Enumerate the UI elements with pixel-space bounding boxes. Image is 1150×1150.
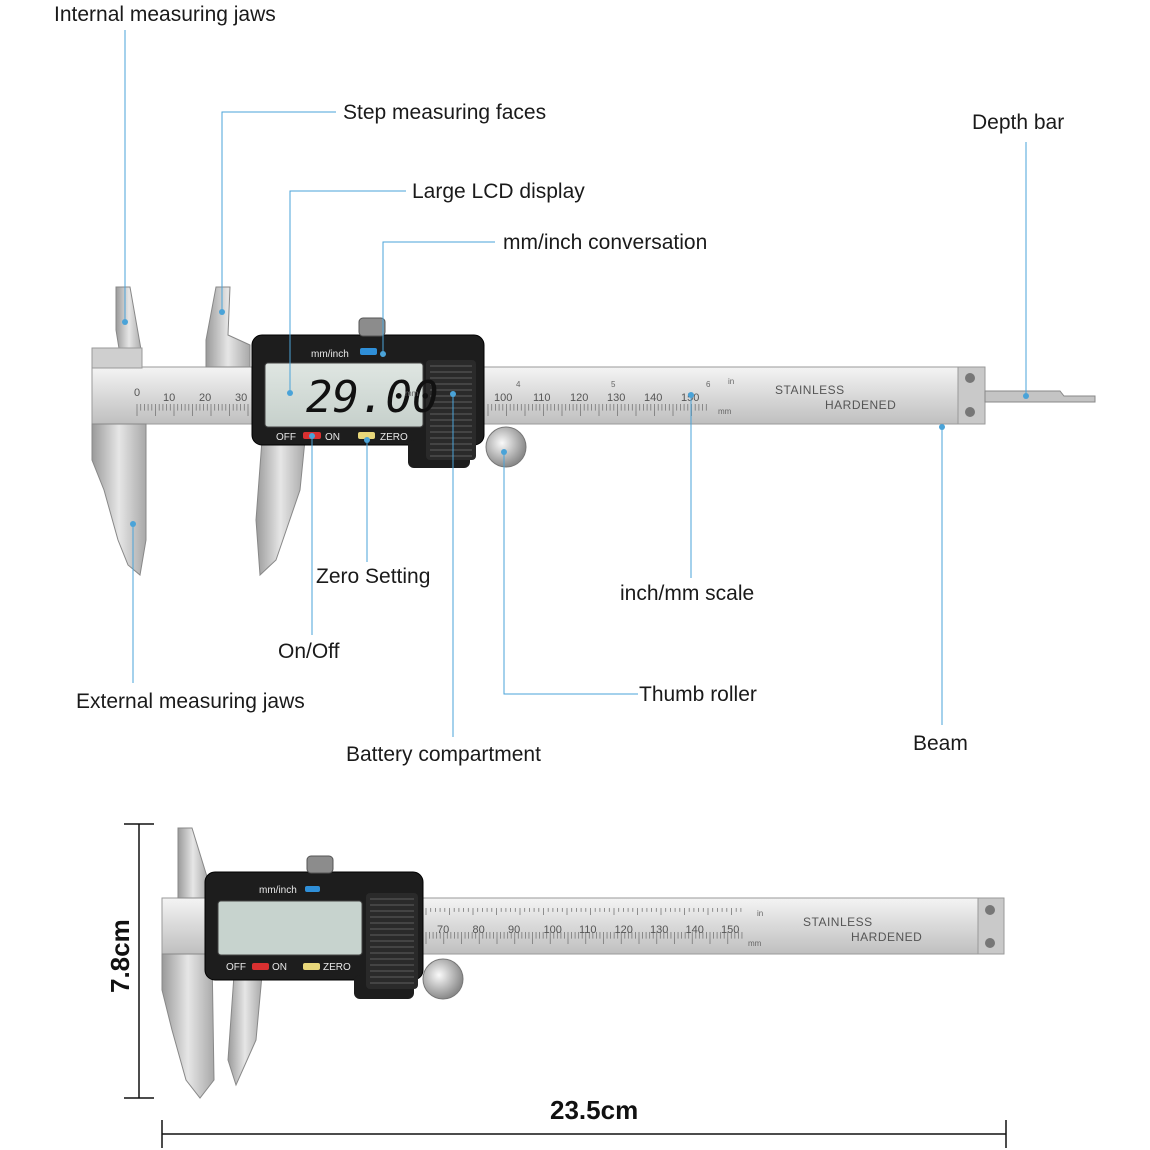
internal-jaw-slider [205, 286, 251, 368]
small-scale-label: 110 [579, 924, 597, 936]
inch-tick-4: 4 [516, 380, 521, 389]
small-scale-label: 100 [544, 924, 562, 936]
depth-bar [984, 390, 1096, 403]
external-jaw-fixed [91, 423, 147, 576]
in-label: in [728, 377, 734, 386]
label-conversation: mm/inch conversation [503, 231, 707, 254]
small-on-label: ON [272, 962, 287, 973]
width-label: 23.5cm [550, 1095, 638, 1125]
zero-label: ZERO [380, 432, 408, 443]
scale-tick-120: 120 [570, 392, 588, 404]
width-dimension: 23.5cm [161, 1095, 1007, 1148]
small-scale-label: 150 [721, 924, 739, 936]
mode-knob[interactable] [358, 317, 386, 337]
small-scale-label: 120 [615, 924, 633, 936]
small-brand-stainless: STAINLESS [803, 915, 873, 929]
lcd-unit: mm [405, 389, 419, 398]
scale-right [487, 404, 707, 416]
small-brand-hardened: HARDENED [851, 930, 922, 944]
scale-tick-0: 0 [134, 387, 140, 399]
on-label: ON [325, 432, 340, 443]
scale-tick-110: 110 [533, 392, 551, 404]
small-scale-label: 130 [650, 924, 668, 936]
lcd-value: 29.00 [306, 372, 438, 423]
label-zero-setting: Zero Setting [316, 565, 430, 588]
battery-compartment [426, 360, 476, 460]
scale-tick-10: 10 [163, 392, 175, 404]
label-external-jaws: External measuring jaws [76, 690, 305, 713]
mm-label: mm [718, 407, 732, 416]
label-on-off: On/Off [278, 640, 340, 663]
scale-tick-100: 100 [494, 392, 512, 404]
scale-tick-150: 150 [681, 392, 699, 404]
scale-tick-130: 130 [607, 392, 625, 404]
brand-stainless: STAINLESS [775, 383, 845, 397]
scale-tick-20: 20 [199, 392, 211, 404]
inch-tick-5: 5 [611, 380, 616, 389]
small-scale-label: 140 [686, 924, 704, 936]
small-off-label: OFF [226, 962, 246, 973]
external-jaw-slider [255, 439, 306, 577]
height-dimension: 7.8cm [105, 823, 154, 1099]
dimension-caliper: 70 80 90 100 110 120 130 140 150 in mm STAINLESS… [161, 827, 1005, 1099]
small-mode-label: mm/inch [259, 885, 297, 896]
mode-label: mm/inch [311, 349, 349, 360]
small-in-label: in [757, 909, 763, 918]
zero-button[interactable] [358, 432, 375, 439]
inch-tick-6: 6 [706, 380, 711, 389]
off-label: OFF [276, 432, 296, 443]
label-inch-mm-scale: inch/mm scale [620, 582, 754, 605]
label-step-faces: Step measuring faces [343, 101, 546, 124]
lcd-screen [264, 362, 424, 428]
leader-lines [122, 30, 1029, 737]
label-depth-bar: Depth bar [972, 111, 1064, 134]
thumb-roller[interactable] [485, 426, 527, 468]
mode-button[interactable] [360, 348, 377, 355]
beam [91, 366, 986, 425]
main-caliper: 0 10 20 30 100 110 120 130 140 150 4 5 6… [91, 286, 1096, 577]
small-scale-label: 90 [508, 924, 520, 936]
label-lcd-display: Large LCD display [412, 180, 585, 203]
small-scale-label: 80 [473, 924, 485, 936]
scale-tick-140: 140 [644, 392, 662, 404]
height-label: 7.8cm [105, 919, 135, 993]
scale-tick-30: 30 [235, 392, 247, 404]
scale-left [136, 404, 249, 416]
brand-hardened: HARDENED [825, 398, 896, 412]
small-scale-label: 70 [437, 924, 449, 936]
small-mm-label: mm [748, 939, 762, 948]
label-internal-jaws: Internal measuring jaws [54, 3, 276, 26]
label-battery: Battery compartment [346, 743, 541, 766]
small-zero-label: ZERO [323, 962, 351, 973]
label-thumb-roller: Thumb roller [639, 683, 757, 706]
label-beam: Beam [913, 732, 968, 755]
